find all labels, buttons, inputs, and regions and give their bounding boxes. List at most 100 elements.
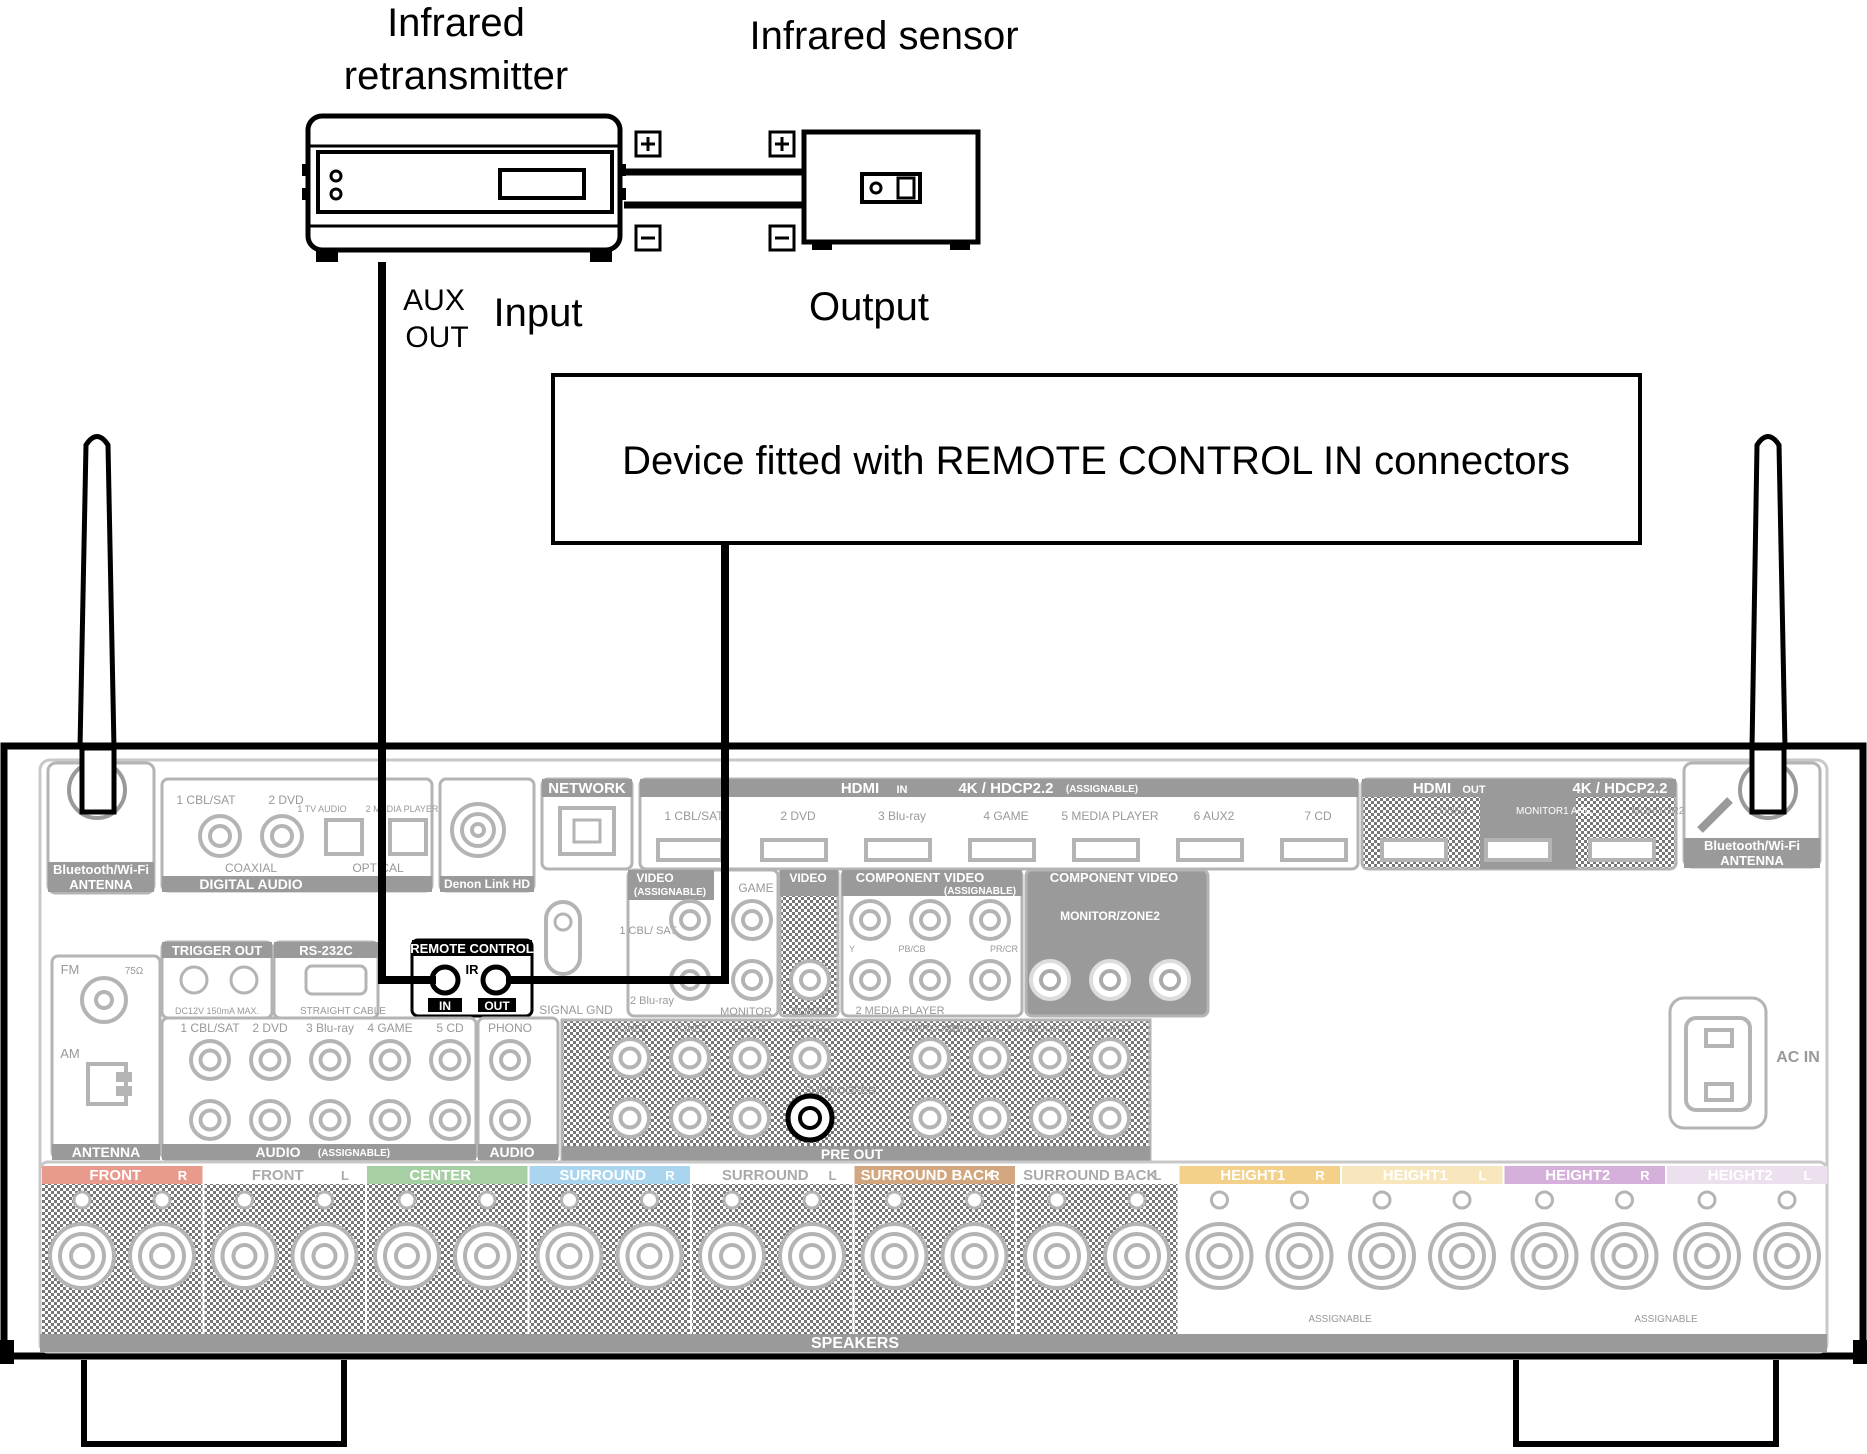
hdmi-out-port-label: MONITOR1 ARC — [1516, 806, 1592, 817]
preout-jack-bottom — [729, 1097, 771, 1139]
speaker-side-label: R — [1640, 1168, 1650, 1183]
hdmi-in-port — [1072, 838, 1140, 862]
speaker-terminal — [860, 1222, 929, 1290]
polarity-icon — [72, 1190, 92, 1210]
audio-in-jack-r — [429, 1099, 471, 1141]
hdmi-in-port-label: 6 AUX2 — [1194, 809, 1235, 823]
polarity-icon — [1777, 1190, 1797, 1210]
ir-cables — [378, 262, 729, 984]
bt-antenna-right: Bluetooth/Wi-Fi ANTENNA — [1682, 745, 1822, 869]
hdmi-in-port-label: 3 Blu-ray — [878, 809, 926, 823]
component-out-block: COMPONENT VIDEO MONITOR/ZONE2 — [1024, 868, 1210, 1018]
polarity-icon — [560, 1190, 579, 1210]
hdmi-out-port — [1380, 838, 1448, 862]
preout-jack-label: ZONE2 — [613, 1024, 647, 1035]
hdmi-out-label: HDMI — [1413, 780, 1451, 797]
speaker-side-label: L — [1154, 1168, 1162, 1183]
phono-label: PHONO — [488, 1021, 532, 1035]
audio-in-jack-l — [369, 1039, 411, 1081]
remote-control-label: REMOTE CONTROL — [410, 941, 534, 956]
retransmitter-label-2: retransmitter — [344, 54, 569, 98]
video-cbl-label: 1 CBL/ SAT — [619, 925, 677, 937]
hdmi-in-port — [1280, 838, 1348, 862]
fm-label: FM — [61, 962, 80, 977]
speaker-side-label: R — [990, 1168, 1000, 1183]
bt-antenna-left: Bluetooth/Wi-Fi ANTENNA — [46, 745, 156, 895]
preout-jack-bottom — [909, 1097, 951, 1139]
aux-label-1: AUX — [403, 284, 465, 317]
audio-in-label: AUDIO — [255, 1144, 300, 1160]
preout-jack-top — [1089, 1037, 1131, 1079]
rc-in-label: IN — [439, 999, 451, 1013]
audio-in-jack-r — [369, 1099, 411, 1141]
speaker-terminal — [778, 1222, 846, 1290]
hdmi-in-assignable: (ASSIGNABLE) — [1066, 784, 1138, 795]
hdmi-in-port-label: 2 DVD — [780, 809, 816, 823]
fm-ohm-label: 75Ω — [125, 966, 144, 977]
speaker-group-label: CENTER — [409, 1167, 471, 1184]
rc-out-label: OUT — [484, 999, 510, 1013]
preout-jack-label: CENTER — [789, 1024, 830, 1035]
ac-in-label: AC IN — [1776, 1049, 1820, 1066]
preout-jack-top — [789, 1037, 831, 1079]
hdmi-in-badge: IN — [897, 784, 908, 796]
game-label: GAME — [738, 881, 773, 895]
video-in-label: VIDEO — [636, 871, 673, 885]
infrared-retransmitter — [302, 113, 626, 262]
component-out-label: COMPONENT VIDEO — [1050, 870, 1179, 885]
sensor-label: Infrared sensor — [749, 14, 1018, 58]
audio-in-jack-r — [189, 1099, 231, 1141]
am-label: AM — [60, 1046, 80, 1061]
bt-right-label-1: Bluetooth/Wi-Fi — [1704, 838, 1800, 853]
device-box-label: Device fitted with REMOTE CONTROL IN con… — [622, 439, 1570, 483]
trigger-spec: DC12V 150mA MAX. — [175, 1006, 259, 1016]
infrared-sensor — [801, 129, 981, 250]
bt-left-label-1: Bluetooth/Wi-Fi — [53, 862, 149, 877]
speaker-side-label: L — [829, 1168, 837, 1183]
speaker-terminal — [1185, 1222, 1254, 1290]
phono-audio-label: AUDIO — [489, 1144, 534, 1160]
speaker-terminal — [128, 1222, 196, 1290]
speaker-terminal — [210, 1222, 279, 1290]
audio-in-jack-label: 3 Blu-ray — [306, 1021, 354, 1035]
comp-media-label: 2 MEDIA PLAYER — [855, 1005, 944, 1017]
speaker-terminal — [1348, 1222, 1416, 1290]
hdmi-in-port — [864, 838, 932, 862]
hdmi-in-port — [968, 838, 1036, 862]
polarity-icon — [802, 1190, 822, 1210]
video-out-label: VIDEO — [789, 871, 826, 885]
polarity-icon — [965, 1190, 984, 1210]
hdmi-in-port-label: 1 CBL/SAT — [664, 809, 724, 823]
aux-label-2: OUT — [405, 321, 468, 354]
digital-audio-block: 1 CBL/SAT 2 DVD 1 TV AUDIO 2 MEDIA PLAYE… — [160, 777, 439, 893]
audio-in-jack-l — [429, 1039, 471, 1081]
output-label: Output — [809, 285, 929, 329]
component-in-assignable: (ASSIGNABLE) — [944, 886, 1016, 897]
device-box: Device fitted with REMOTE CONTROL IN con… — [551, 373, 1642, 545]
speaker-terminal — [1753, 1222, 1821, 1290]
signal-gnd: SIGNAL GND — [539, 900, 613, 1017]
assignable-label-2: ASSIGNABLE — [1634, 1314, 1698, 1325]
polarity-icon — [640, 1190, 659, 1210]
audio-in-jack-label: 2 DVD — [252, 1021, 288, 1035]
audio-in-jack-label: 4 GAME — [367, 1021, 412, 1035]
polarity-icon — [1372, 1190, 1392, 1210]
denon-link-block: Denon Link HD — [438, 777, 536, 893]
preout-jack-bottom — [1029, 1097, 1071, 1139]
denon-link-label: Denon Link HD — [444, 877, 530, 891]
speaker-group-label: HEIGHT2 — [1708, 1167, 1773, 1184]
hdmi-in-port — [1176, 838, 1244, 862]
polarity-icon — [152, 1190, 172, 1210]
opt-2-label: 2 MEDIA PLAYER — [366, 804, 439, 814]
speaker-group: CENTER — [367, 1166, 528, 1334]
polarity-icon — [722, 1190, 742, 1210]
preout-jack-top — [609, 1037, 651, 1079]
bt-left-label-2: ANTENNA — [69, 877, 133, 892]
speaker-group-label: SURROUND — [722, 1167, 809, 1184]
